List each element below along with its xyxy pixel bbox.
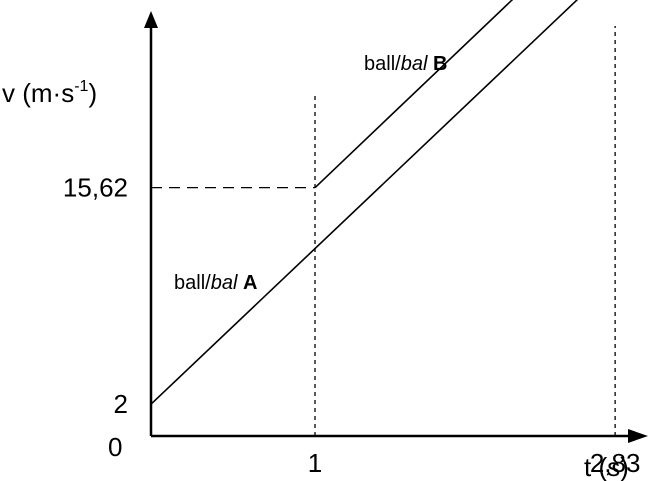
y-axis-arrowhead bbox=[144, 11, 158, 28]
series-label-ball-a: ball/bal A bbox=[174, 272, 257, 294]
x-axis-label: t (s) bbox=[584, 452, 629, 481]
y-tick-label-1562: 15,62 bbox=[63, 173, 128, 203]
series-label-a-letter: A bbox=[243, 272, 257, 294]
series-label-a-prefix: ball/ bbox=[174, 272, 211, 294]
x-tick-label-1: 1 bbox=[308, 448, 322, 478]
y-axis-label-superscript: -1 bbox=[74, 78, 88, 95]
y-axis-label-close: ) bbox=[88, 78, 97, 108]
series-label-b-prefix: ball/ bbox=[364, 53, 401, 75]
x-axis-arrowhead bbox=[628, 429, 648, 443]
x-tick-label-283: 2,83 bbox=[590, 448, 641, 478]
y-tick-label-2: 2 bbox=[114, 389, 128, 419]
series-label-ball-b: ball/bal B bbox=[364, 53, 447, 75]
series-label-a-italic: bal bbox=[211, 272, 238, 294]
series-label-b-italic: bal bbox=[401, 53, 428, 75]
series-line-ball-b bbox=[314, 0, 514, 189]
y-axis-label: v (m·s-1) bbox=[2, 78, 97, 108]
series-label-b-letter: B bbox=[433, 53, 447, 75]
y-axis-label-main: v (m·s bbox=[2, 78, 74, 108]
series-line-ball-a bbox=[150, 0, 579, 405]
x-tick-label-0: 0 bbox=[108, 432, 122, 462]
